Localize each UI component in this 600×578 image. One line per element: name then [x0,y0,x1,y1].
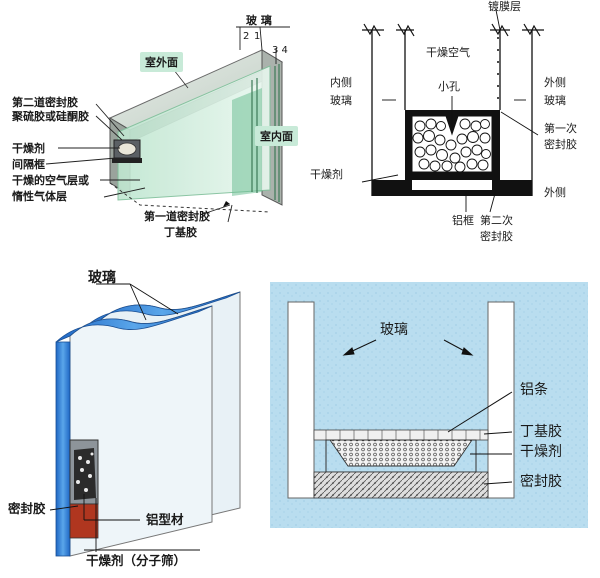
small-hole-label: 小孔 [438,80,460,93]
glass-label: 玻 璃 [246,14,272,27]
desiccant-region [329,439,473,467]
panel-3d-insulated-glass: 玻 璃 2 1 3 4 室外面 室内面 第二道密封胶 聚硫胶或硅酮胶 干燥剂 间… [0,0,300,260]
coating-dots [497,37,499,99]
panel3-illustration [49,283,241,557]
panel2-illustration [361,9,544,213]
desiccant-label: 干燥剂 [310,168,343,181]
desiccant-molecular-sieve-label: 干燥剂（分子筛） [86,553,187,568]
second-seal-label-line1: 第二次 [480,214,513,227]
desiccant-beads [117,142,137,156]
dry-air-label: 干燥的空气层或 [12,174,89,187]
outer-glass-label-line2: 玻璃 [544,94,566,107]
second-seal-label-line2: 密封胶 [480,230,513,243]
butyl-ticks [325,430,481,440]
outdoor-side-tag: 室外面 [140,52,183,72]
first-seal-label: 第一道密封胶 [144,210,210,223]
glass-label: 玻璃 [88,270,116,286]
bottom-dashed-outline [109,182,271,213]
desiccant-fill [74,448,96,500]
panel-blue-cross-section: 玻璃 铝条 丁基胶 干燥剂 密封胶 [270,282,588,528]
second-sealant [372,168,532,196]
panel-wavy-glass: 玻璃 密封胶 铝型材 干燥剂（分子筛） [0,262,270,578]
inert-gas-label: 惰性气体层 [12,190,67,203]
desiccant-label: 干燥剂 [12,142,45,155]
glass-edge-front [55,305,213,343]
sealant-region [313,471,489,499]
second-seal-material-label: 聚硫胶或硅酮胶 [12,110,89,123]
glass-pane-inner [232,88,262,196]
desiccant-circles [412,118,491,173]
panel-cross-section: 镀膜层 干燥空气 内侧 玻璃 外侧 玻璃 小孔 第一次 密封胶 干燥剂 外侧 铝… [300,0,600,260]
layer-number-34: 3 4 [272,45,288,56]
aluminum-strip-label: 铝条 [520,382,548,398]
second-seal-label: 第二道密封胶 [12,96,78,109]
layer-number-1: 1 [254,31,261,42]
glass-pane-left [287,301,315,499]
glass-pane-right [487,301,515,499]
layer-number-2: 2 [243,31,250,42]
dry-air-label: 干燥空气 [426,46,470,59]
indoor-side-tag: 室内面 [255,126,298,146]
panel1-illustration [45,26,290,223]
aluminum-frame-label: 铝框 [452,214,474,227]
first-seal-label-line1: 第一次 [544,122,577,135]
aluminum-profile-label: 铝型材 [146,512,184,527]
glass-side-front [55,341,71,557]
spacer-frame-label: 间隔框 [12,158,45,171]
panel4-illustration [270,282,588,528]
outer-glass-label-line1: 外侧 [544,76,566,89]
butyl-label: 丁基胶 [164,226,197,239]
outside-label: 外侧 [544,186,566,199]
glass-label: 玻璃 [380,322,408,338]
first-seal-strip [112,158,142,163]
sealant-label: 密封胶 [520,474,562,490]
desiccant-label: 干燥剂 [520,444,562,460]
butyl-label: 丁基胶 [520,424,562,440]
inner-glass-label-line2: 玻璃 [330,94,352,107]
first-seal-label-line2: 密封胶 [544,138,577,151]
sealant-label: 密封胶 [8,501,46,516]
desiccant-grains [76,452,94,492]
coating-layer-label: 镀膜层 [488,0,521,13]
inner-glass-label-line1: 内侧 [330,76,352,89]
